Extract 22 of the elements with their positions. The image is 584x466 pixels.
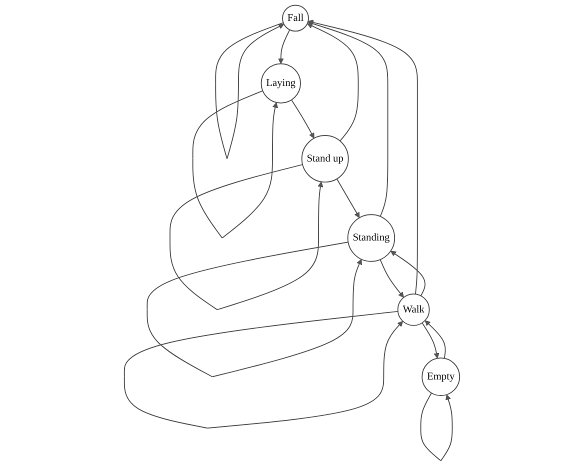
arrow xyxy=(170,164,324,310)
node-circle: Fall xyxy=(282,4,309,32)
arrow xyxy=(390,250,426,296)
arrow xyxy=(308,20,388,217)
arrow xyxy=(380,259,404,298)
arrow xyxy=(424,320,446,359)
arrow xyxy=(146,242,362,378)
arrow xyxy=(215,22,284,160)
arrow xyxy=(308,20,418,295)
node-circle: Laying xyxy=(260,63,301,104)
arrow xyxy=(278,29,290,64)
arrow xyxy=(192,90,278,238)
node-circle: Empty xyxy=(422,358,460,396)
node-circle: Stand up xyxy=(301,135,349,183)
arrow xyxy=(422,322,440,359)
arrow xyxy=(124,310,404,429)
arrow xyxy=(307,23,359,142)
arrow xyxy=(336,178,360,218)
arrow xyxy=(290,99,314,139)
node-circle: Standing xyxy=(347,214,396,262)
arrow xyxy=(420,392,453,462)
node-circle: Walk xyxy=(397,293,430,326)
